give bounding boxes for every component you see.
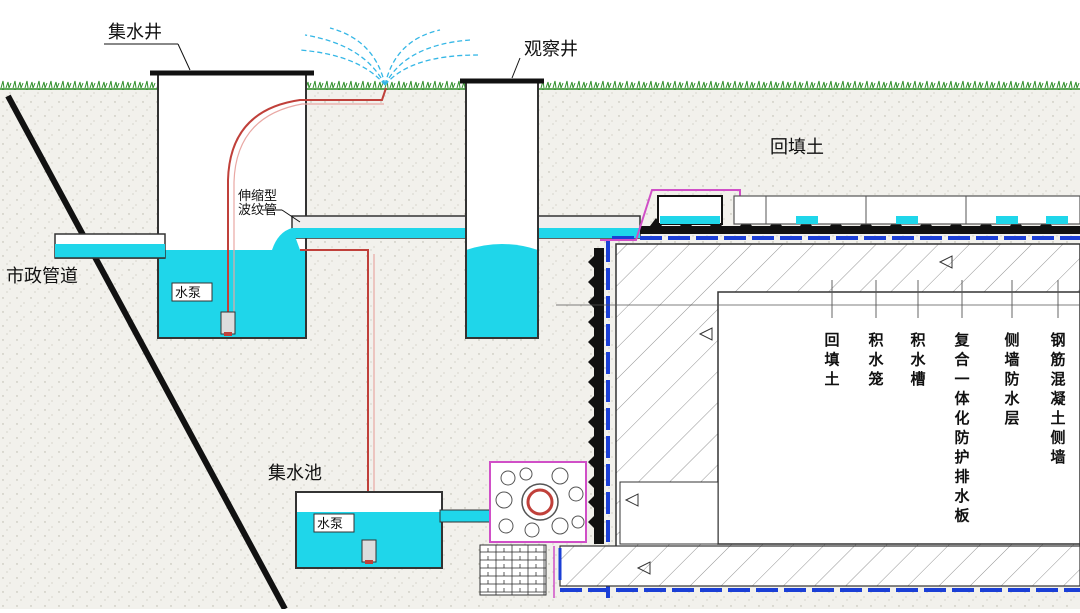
legend-composite-drainage-board-char: 板 (954, 507, 970, 525)
brick-base (479, 544, 547, 596)
legend-rc-side-wall-char: 混 (1050, 370, 1065, 388)
gravel-drain-box (489, 461, 587, 543)
lower-pump-label: 水泵 (317, 517, 343, 532)
spray-icon (299, 27, 479, 86)
slope-line (5, 94, 288, 611)
legend-composite-drainage-board-char: 化 (954, 409, 969, 427)
upper-pump-icon (220, 311, 236, 335)
interior-room (717, 291, 1080, 545)
legend-rc-side-wall-char: 墙 (1050, 448, 1065, 466)
legend-side-wall-waterproof-char: 防 (1004, 370, 1019, 388)
legend-rc-side-wall-char: 钢 (1050, 331, 1065, 349)
legend-composite-drainage-board-char: 排 (954, 468, 969, 486)
legend-side-wall-waterproof-char: 墙 (1004, 351, 1019, 369)
legend-composite-drainage-board-char: 合 (953, 351, 970, 369)
legend-composite-drainage-board-char: 复 (953, 331, 970, 349)
collection-well-label: 集水井 (108, 22, 162, 43)
legend-composite-drainage-board-char: 体 (954, 390, 970, 408)
legend-composite-drainage-board-char: 水 (954, 487, 970, 505)
lower-pump-pipe (300, 249, 369, 545)
legend-backfill-char: 填 (824, 351, 839, 369)
legend-rc-side-wall-char: 侧 (1050, 429, 1065, 447)
basement-structure (553, 189, 1080, 598)
legend-side-wall-waterproof-char: 水 (1004, 390, 1020, 408)
observation-well-label: 观察井 (524, 39, 578, 60)
legend-rc-side-wall-char: 凝 (1050, 390, 1066, 408)
flexible-pipe-label-1: 伸缩型 (238, 188, 277, 204)
municipal-pipe-label: 市政管道 (6, 266, 78, 287)
grass-surface (0, 80, 1080, 90)
legend-backfill-char: 回 (824, 331, 839, 349)
water-cages (733, 195, 1080, 225)
legend-water-trough-char: 水 (910, 351, 926, 369)
legend-water-trough-char: 积 (910, 331, 925, 349)
upper-pump-label: 水泵 (175, 286, 201, 301)
lower-pump-icon (361, 539, 377, 563)
municipal-pipe (54, 233, 166, 259)
legend-rc-side-wall-char: 土 (1050, 409, 1065, 427)
legend-rc-side-wall-char: 筋 (1049, 351, 1065, 369)
legend-water-cage-char: 水 (868, 351, 884, 369)
legend-water-cage-char: 笼 (867, 370, 883, 388)
backfill-soil-label: 回填土 (770, 137, 824, 158)
flexible-pipe-label-2: 波纹管 (238, 203, 277, 218)
rc-slab (559, 545, 1080, 587)
pump-discharge-pipe (227, 87, 387, 318)
legend-side-wall-waterproof-char: 层 (1004, 409, 1019, 427)
collection-pool-label: 集水池 (268, 463, 322, 484)
legend-side-wall-waterproof-char: 侧 (1004, 331, 1019, 349)
observation-well (460, 78, 544, 339)
legend-water-cage-char: 积 (868, 331, 883, 349)
observation-well-leader (511, 57, 521, 79)
legend-composite-drainage-board-char: 一 (954, 370, 969, 388)
legend-composite-drainage-board-char: 护 (954, 448, 969, 466)
legend-water-trough-char: 槽 (910, 370, 925, 388)
legend-backfill-char: 土 (824, 370, 839, 388)
connecting-pipe (272, 215, 641, 250)
legend-leaders (831, 280, 1059, 318)
legend-composite-drainage-board-char: 防 (954, 429, 969, 447)
